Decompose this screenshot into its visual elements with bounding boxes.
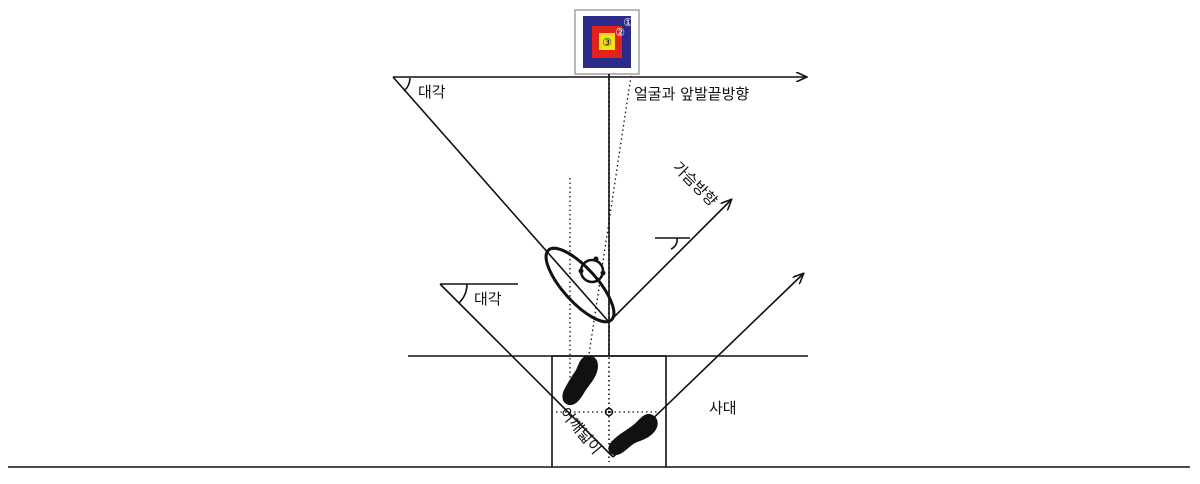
- archer-ear-left: [578, 268, 584, 274]
- archer-ear-right: [600, 270, 606, 276]
- chest-direction-arrow: [608, 200, 731, 323]
- right-foot: [608, 413, 658, 456]
- lower-left-diagonal-line: [439, 283, 614, 458]
- target: ① ② ③: [574, 9, 640, 75]
- diagonal-stance-label: 사대: [709, 399, 737, 417]
- lower-diagonal-angle-arc: [458, 283, 468, 304]
- upper-diagonal-angle-label: 대각: [418, 83, 446, 101]
- upper-diagonal-angle-arc: [403, 77, 411, 92]
- archer-figure: [544, 246, 616, 324]
- sight-dotted-line: [582, 75, 632, 395]
- chest-direction-label: 가슴방향: [669, 158, 721, 210]
- archer-nose: [593, 256, 599, 262]
- shoulder-ellipse: [544, 246, 616, 324]
- target-ring-label-3: ③: [602, 36, 612, 49]
- target-ring-label-2: ②: [615, 26, 625, 39]
- chest-angle-arc: [670, 237, 678, 250]
- face-toe-direction-label: 얼굴과 앞발끝방향: [634, 85, 749, 103]
- stance-center-marker: [604, 407, 614, 417]
- target-ring-inner: [599, 33, 615, 50]
- target-ring-label-1: ①: [623, 16, 633, 29]
- lower-diagonal-angle-label: 대각: [474, 290, 502, 308]
- stance-center-dot: [607, 410, 611, 414]
- upper-diagonal-line: [392, 76, 610, 323]
- left-foot: [562, 355, 598, 406]
